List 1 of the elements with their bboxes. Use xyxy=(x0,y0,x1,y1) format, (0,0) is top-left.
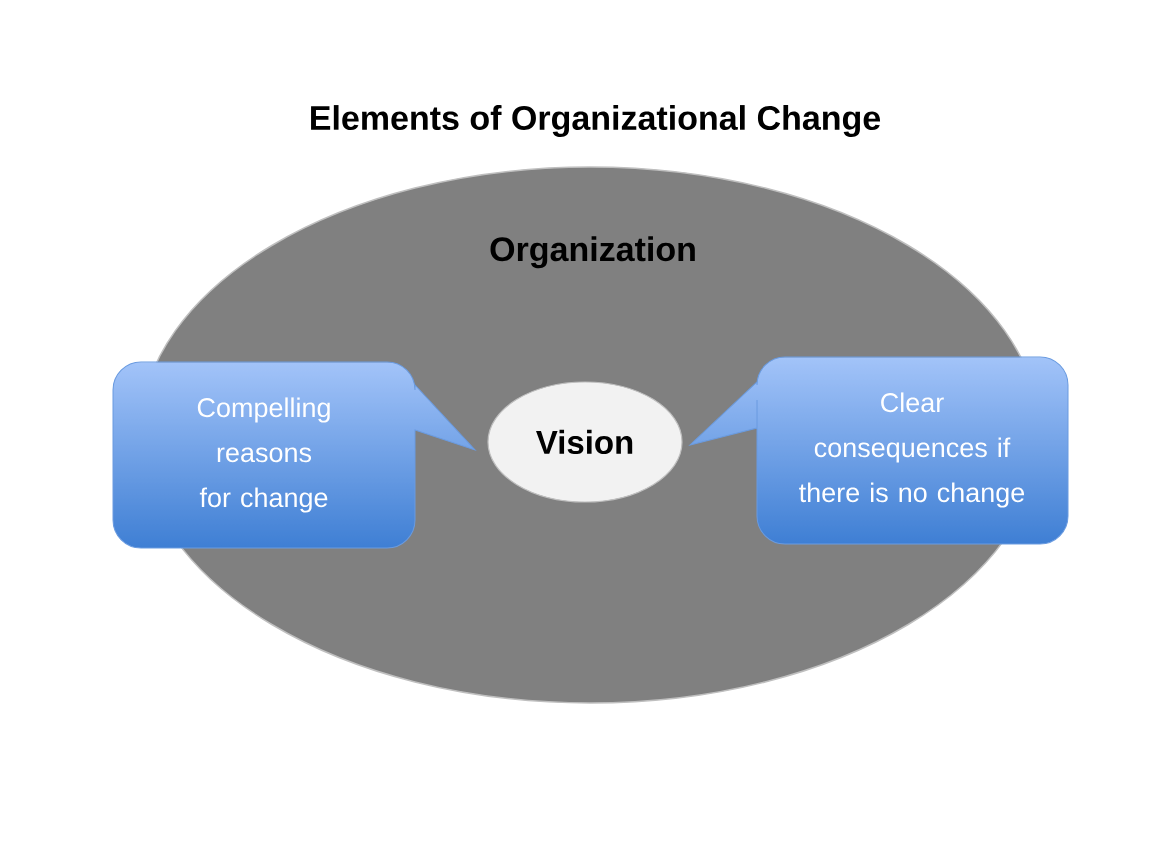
title: Elements of Organizational Change xyxy=(311,105,881,137)
